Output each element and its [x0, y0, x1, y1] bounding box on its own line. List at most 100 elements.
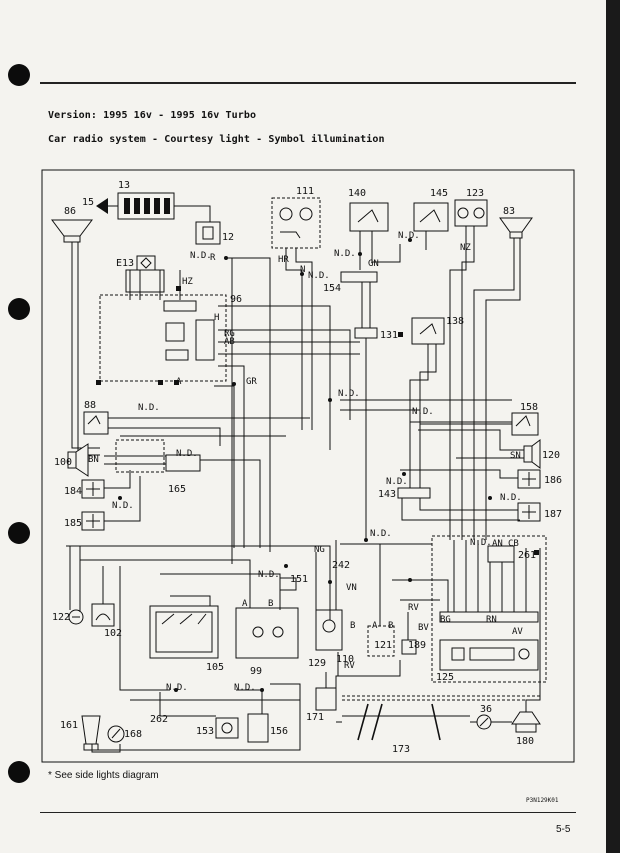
component-138-switch — [411, 317, 445, 345]
label-145: 145 — [430, 188, 448, 199]
label-154: 154 — [323, 283, 341, 294]
label-13: 13 — [118, 180, 130, 191]
wire-colour: HZ — [182, 277, 193, 287]
component-99-switch-block — [235, 607, 299, 659]
nd-label: N.D. — [166, 683, 188, 693]
component-154-connector — [340, 271, 378, 283]
wire-colour: RV — [408, 603, 419, 613]
label-151: 151 — [290, 574, 308, 585]
label-242: 242 — [332, 560, 350, 571]
label-105: 105 — [206, 662, 224, 673]
component-161-horn — [81, 715, 101, 751]
label-99: 99 — [250, 666, 262, 677]
label-261: 261 — [518, 550, 536, 561]
component-102-gauge — [91, 603, 115, 627]
diagram-frame — [41, 169, 575, 763]
label-129: 129 — [308, 658, 326, 669]
label-180: 180 — [516, 736, 534, 747]
nd-label: N.D. — [412, 407, 434, 417]
nd-label: N.D. — [176, 449, 198, 459]
label-161: 161 — [60, 720, 78, 731]
nd-label: N.D. — [112, 501, 134, 511]
component-96-radio-connector — [99, 269, 227, 382]
nd-label: N.D. — [386, 477, 408, 487]
system-title: Car radio system - Courtesy light - Symb… — [48, 134, 385, 145]
component-E13 — [136, 255, 156, 271]
wire-colour: BG — [440, 615, 451, 625]
component-125-car-radio — [431, 535, 547, 683]
punch-hole-upper — [8, 298, 30, 320]
label-110: 110 — [336, 654, 354, 665]
nd-label: N.D. — [234, 683, 256, 693]
wire-colour: HR — [278, 255, 289, 265]
connector-letter: A — [242, 599, 248, 609]
component-15-lamp — [96, 198, 118, 214]
wire-colour: AV — [512, 627, 523, 637]
label-12: 12 — [222, 232, 234, 243]
label-88: 88 — [84, 400, 96, 411]
label-122: 122 — [52, 612, 70, 623]
page-edge-shadow — [606, 0, 620, 853]
component-145-switch — [413, 202, 449, 232]
nd-label: N.D. — [470, 538, 492, 548]
label-100: 100 — [54, 457, 72, 468]
component-143-connector — [397, 487, 431, 499]
wire-colour: GR — [246, 377, 257, 387]
nd-label: N.D. — [258, 570, 280, 580]
nd-label: N.D. — [338, 389, 360, 399]
component-86-speaker — [51, 219, 93, 243]
footnote: * See side lights diagram — [48, 770, 159, 781]
component-111-courtesy-light — [271, 197, 321, 249]
label-184: 184 — [64, 486, 82, 497]
label-138: 138 — [446, 316, 464, 327]
nd-label: N.D. — [138, 403, 160, 413]
connector-letter: A — [372, 621, 378, 631]
label-83: 83 — [503, 206, 515, 217]
label-153: 153 — [196, 726, 214, 737]
label-120: 120 — [542, 450, 560, 461]
component-153-lamp — [215, 717, 239, 739]
header-rule — [40, 82, 576, 84]
label-185: 185 — [64, 518, 82, 529]
label-96: 96 — [230, 294, 242, 305]
label-123: 123 — [466, 188, 484, 199]
component-189-lamp — [401, 639, 417, 655]
nd-label: N.D. — [398, 231, 420, 241]
splice-points — [118, 238, 492, 692]
wire-colour: BV — [418, 623, 429, 633]
label-189: 189 — [408, 640, 426, 651]
label-171: 171 — [306, 712, 324, 723]
label-121: 121 — [374, 640, 392, 651]
wire-colour: R — [210, 253, 216, 263]
component-105-switch-block — [149, 605, 219, 659]
connector-letter: A — [176, 377, 182, 387]
component-100-speaker — [67, 443, 89, 477]
label-102: 102 — [104, 628, 122, 639]
wire-colour: NG — [314, 545, 325, 555]
component-180-speaker — [511, 711, 541, 733]
component-158-switch — [511, 412, 539, 436]
component-13-switch-panel — [117, 192, 175, 220]
label-140: 140 — [348, 188, 366, 199]
connector-letter: B — [268, 599, 273, 609]
punch-hole-lower — [8, 522, 30, 544]
label-143: 143 — [378, 489, 396, 500]
wire-colour: N — [300, 265, 305, 275]
label-86: 86 — [64, 206, 76, 217]
wire-colour: AN — [492, 539, 503, 549]
nd-label: N.D. — [370, 529, 392, 539]
component-261-connector — [487, 545, 515, 563]
component-12-fuse — [195, 221, 221, 245]
component-121-switch — [367, 625, 395, 657]
component-83-speaker — [499, 217, 533, 239]
wire-colour: BN — [88, 455, 99, 465]
wire-colour: RG — [224, 329, 235, 339]
component-122-sensor — [68, 609, 84, 625]
nd-label: N.D. — [334, 249, 356, 259]
label-173: 173 — [392, 744, 410, 755]
wire-colour: CB — [508, 539, 519, 549]
label-165: 165 — [168, 484, 186, 495]
label-36: 36 — [480, 704, 492, 715]
nd-label: N.D. — [308, 271, 330, 281]
